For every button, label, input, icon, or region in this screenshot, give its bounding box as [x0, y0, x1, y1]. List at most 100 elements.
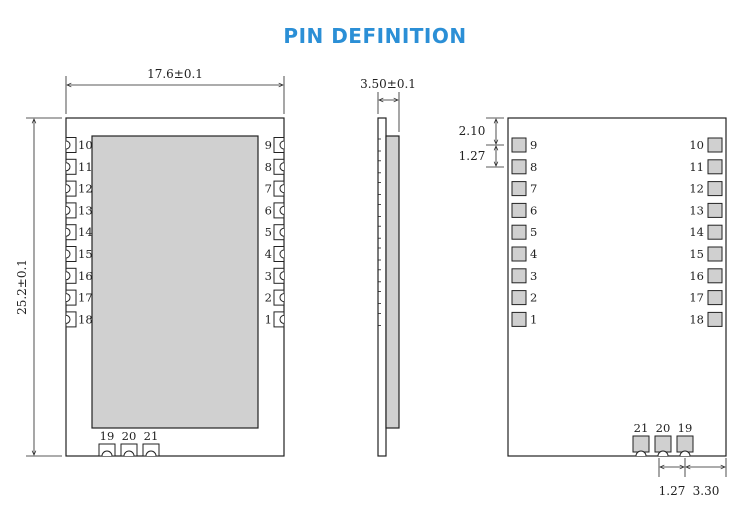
pin: 21: [142, 429, 160, 457]
pad: 10: [689, 137, 723, 153]
pin: 11: [65, 158, 93, 175]
pin-number: 20: [656, 421, 671, 435]
pad-castellation: [657, 450, 669, 457]
pad-rect: [511, 224, 527, 240]
pad: 5: [511, 224, 537, 240]
pcb-edge: [377, 117, 387, 457]
pin-number: 6: [530, 203, 537, 217]
pin: 6: [265, 202, 285, 219]
pin-castellation: [65, 249, 71, 259]
pin: 7: [265, 180, 285, 197]
pin-number: 7: [530, 182, 537, 196]
pin-number: 21: [144, 429, 159, 443]
pin-castellation: [279, 184, 285, 194]
side-view-pin-marks: [378, 138, 381, 326]
height-label: 25.2±0.1: [15, 259, 29, 315]
pin: 19: [98, 429, 116, 457]
pin: 1: [265, 311, 285, 328]
pin: 13: [65, 202, 93, 219]
pad-rect: [707, 137, 723, 153]
pad-rect: [707, 268, 723, 284]
pin: 14: [65, 224, 93, 241]
pad: 8: [511, 159, 537, 175]
pin-number: 5: [265, 225, 272, 239]
pin-number: 12: [78, 182, 93, 196]
pad: 21: [632, 421, 650, 457]
pad-rect: [511, 137, 527, 153]
pin-number: 2: [530, 291, 537, 305]
shield-side: [385, 135, 400, 429]
pad-rect: [632, 435, 650, 453]
pin: 9: [265, 137, 285, 153]
pad: 18: [689, 311, 723, 327]
pin-number: 3: [265, 269, 272, 283]
pin-number: 1: [530, 312, 537, 326]
pin-number: 8: [530, 160, 537, 174]
pin-castellation: [65, 293, 71, 303]
pin-castellation: [65, 162, 71, 172]
pin-number: 17: [78, 291, 93, 305]
pin: 17: [65, 289, 93, 306]
pin-number: 6: [265, 203, 272, 217]
pad-rect: [707, 290, 723, 306]
pin-number: 19: [678, 421, 693, 435]
pad: 2: [511, 290, 537, 306]
pad: 15: [689, 246, 723, 262]
pin-number: 14: [689, 225, 704, 239]
pin: 2: [265, 289, 285, 306]
pin-castellation: [279, 314, 285, 324]
pad: 7: [511, 181, 537, 197]
pad-castellation: [679, 450, 691, 457]
pin-castellation: [279, 227, 285, 237]
pin-castellation: [123, 450, 135, 457]
pin-castellation: [65, 140, 71, 150]
pad-rect: [654, 435, 672, 453]
pin-number: 10: [78, 138, 93, 152]
width-label: 17.6±0.1: [147, 67, 203, 81]
pad-rect: [707, 159, 723, 175]
pad-rect: [511, 311, 527, 327]
pin-number: 11: [78, 160, 93, 174]
side-view: 3.50±0.1: [360, 77, 416, 457]
pad-rect: [707, 311, 723, 327]
pad: 14: [689, 224, 723, 240]
pin-number: 4: [530, 247, 537, 261]
pad-rect: [511, 181, 527, 197]
pin-number: 13: [78, 203, 93, 217]
pad: 13: [689, 202, 723, 218]
pad: 1: [511, 311, 537, 327]
pin-number: 2: [265, 291, 272, 305]
pad: 4: [511, 246, 537, 262]
pin-number: 16: [78, 269, 93, 283]
pin-castellation: [65, 184, 71, 194]
pitch-label: 1.27: [459, 149, 486, 163]
pin-number: 9: [530, 138, 537, 152]
pin-castellation: [65, 271, 71, 281]
pin-number: 15: [689, 247, 704, 261]
pin-number: 1: [265, 312, 272, 326]
pin-castellation: [279, 140, 285, 150]
pin-castellation: [279, 205, 285, 215]
bottom-view-bottom-pads: 21 20 19: [632, 421, 694, 457]
pin-number: 10: [689, 138, 704, 152]
pin-number: 21: [634, 421, 649, 435]
pin-number: 8: [265, 160, 272, 174]
shield-can: [91, 135, 259, 429]
thickness-label: 3.50±0.1: [360, 77, 416, 91]
pin: 16: [65, 267, 93, 284]
pin-number: 19: [100, 429, 115, 443]
pad-rect: [511, 290, 527, 306]
module-outline-bottom-view: [507, 117, 727, 457]
top-offset-label: 2.10: [459, 124, 486, 138]
pin-castellation: [279, 249, 285, 259]
pin-number: 11: [689, 160, 704, 174]
pin: 4: [265, 246, 285, 262]
pad-rect: [707, 181, 723, 197]
pin: 12: [65, 180, 93, 197]
pin-number: 16: [689, 269, 704, 283]
